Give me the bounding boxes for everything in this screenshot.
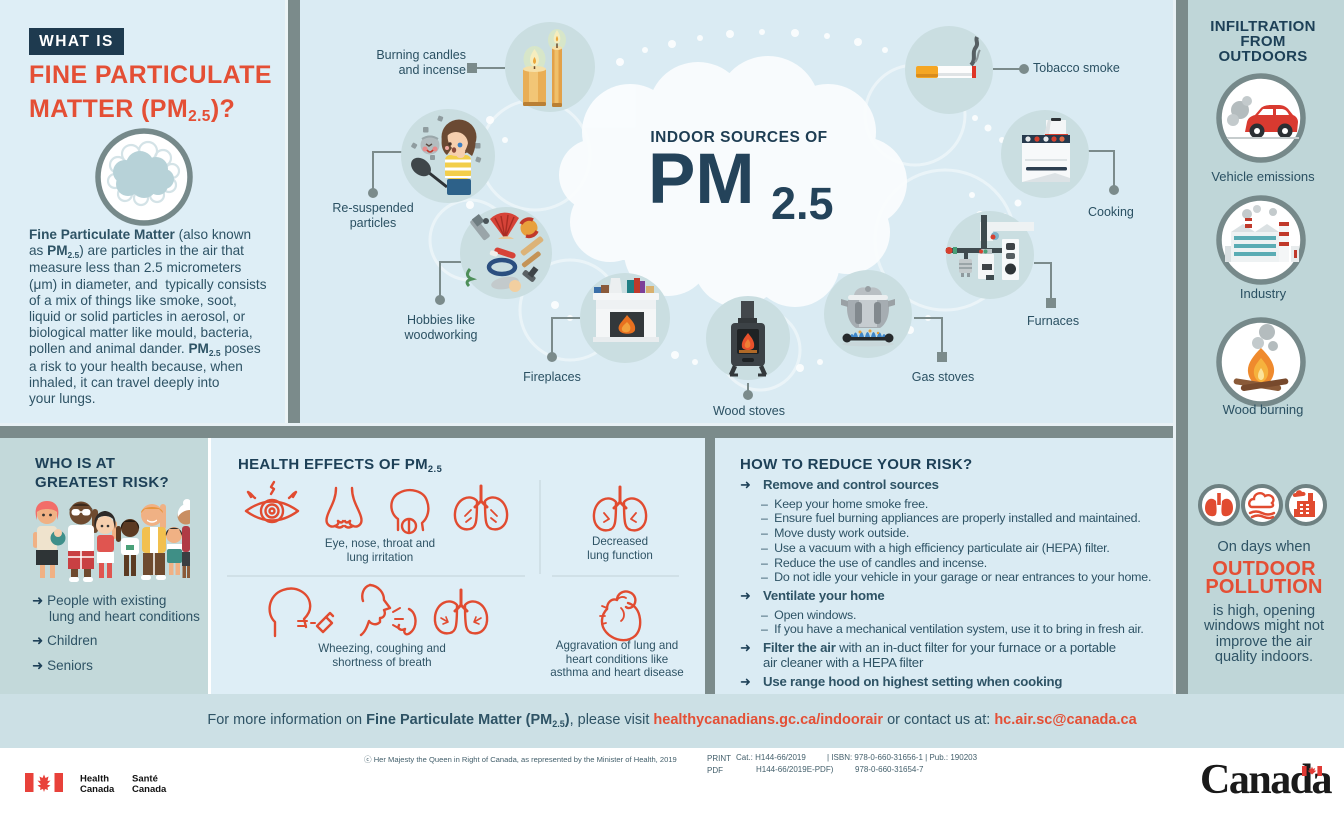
svg-text:Canada: Canada <box>80 784 115 795</box>
svg-text:INDOOR SOURCES OF: INDOOR SOURCES OF <box>650 129 827 146</box>
svg-text:Canada: Canada <box>132 784 167 795</box>
svg-text:Santé: Santé <box>132 774 158 785</box>
svg-text:PM: PM <box>648 140 755 219</box>
svg-text:2.5: 2.5 <box>771 178 834 229</box>
svg-text:Health: Health <box>80 774 109 785</box>
